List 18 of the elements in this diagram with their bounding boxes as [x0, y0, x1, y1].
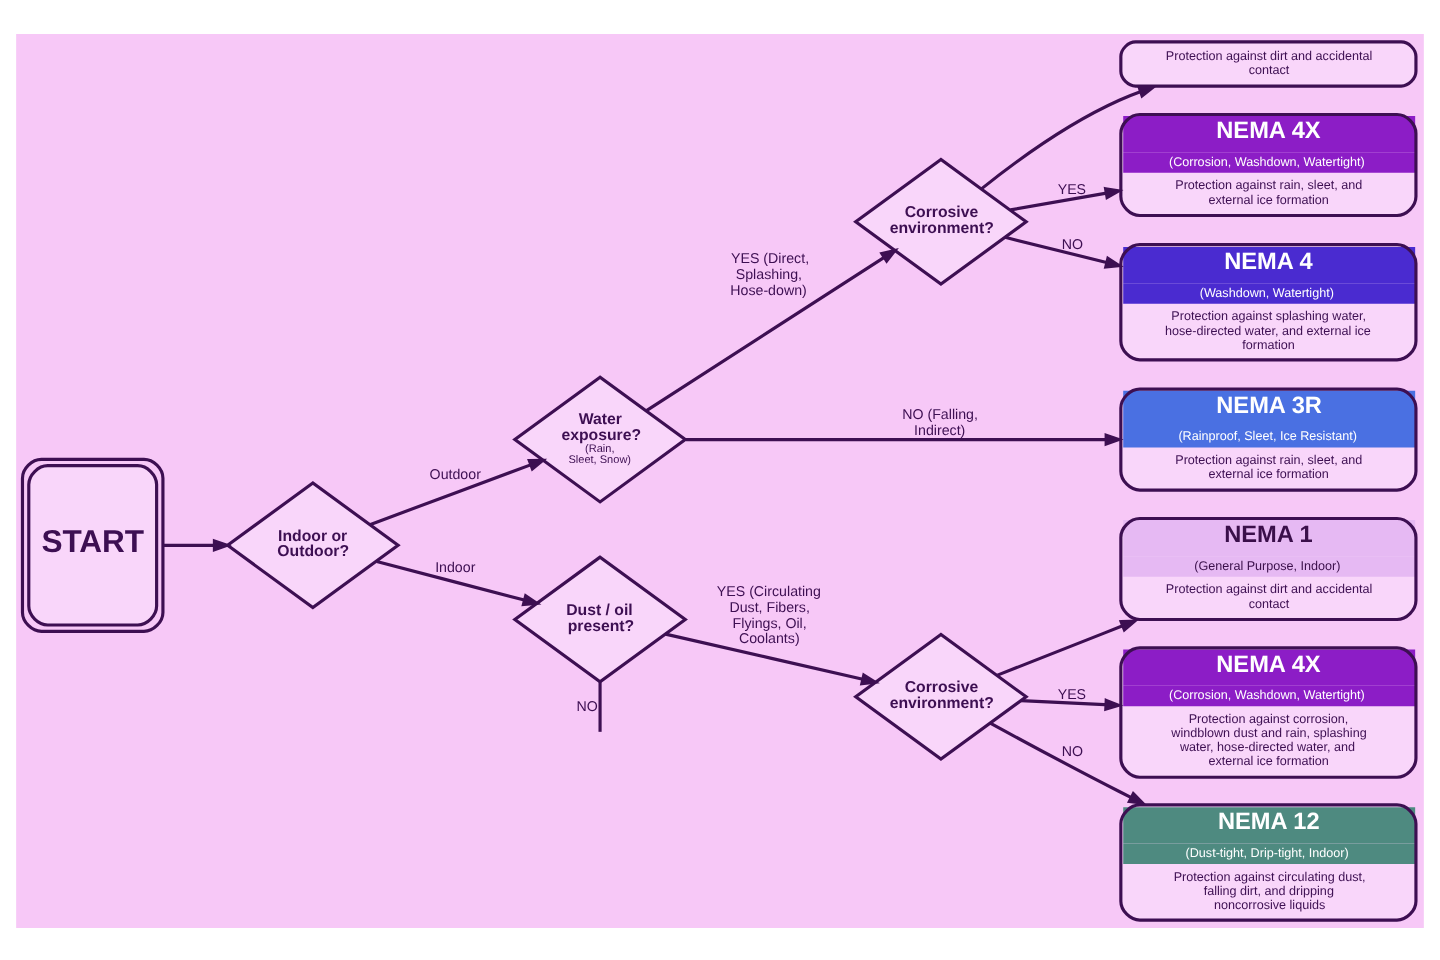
- node-diamond: Corrosive environment?: [853, 156, 1029, 286]
- arrow: [989, 720, 1147, 805]
- arrow: [980, 84, 1158, 190]
- arrow: [1020, 697, 1124, 711]
- arrow: [162, 537, 232, 551]
- arrow: [645, 246, 899, 411]
- arrow: [376, 559, 542, 606]
- arrow: [996, 618, 1139, 676]
- arrow: [665, 631, 880, 685]
- node-diamond: Dust / oil present?: [512, 554, 688, 683]
- arrow: [369, 457, 548, 526]
- arrow: [1004, 234, 1124, 268]
- node-diamond: Corrosive environment?: [853, 631, 1029, 761]
- arrow: [685, 431, 1124, 446]
- node-diamond: Indoor or Outdoor?: [224, 480, 401, 609]
- node-box: START: [20, 456, 165, 632]
- arrow: [1010, 185, 1124, 211]
- connector: [598, 681, 602, 731]
